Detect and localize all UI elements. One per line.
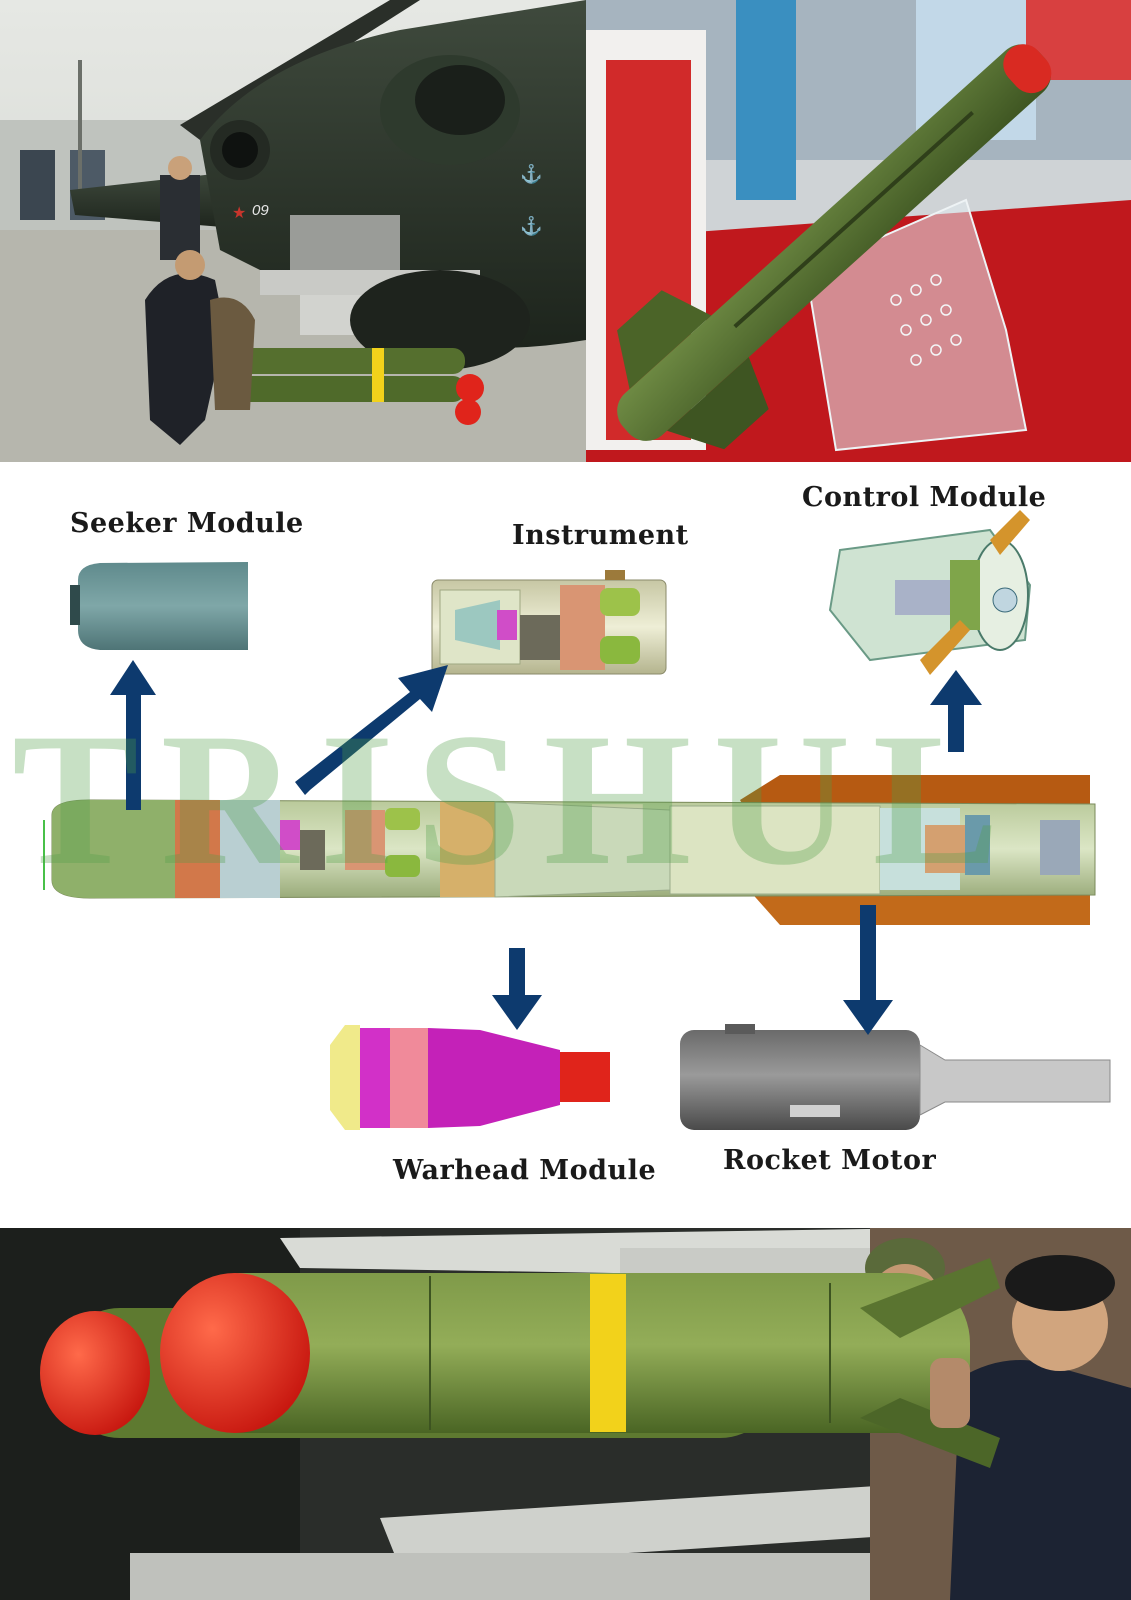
svg-text:⚓: ⚓: [520, 163, 542, 184]
control-module-part: [828, 510, 1032, 675]
missile-cutaway: [43, 775, 1096, 925]
arrow-to-instrument: [295, 665, 448, 795]
label-warhead-module: Warhead Module: [393, 1155, 657, 1186]
seeker-module-part: [70, 562, 248, 650]
arrow-to-control: [930, 670, 982, 752]
svg-text:★: ★: [232, 205, 246, 222]
label-seeker-module: Seeker Module: [70, 508, 304, 539]
arrow-to-warhead: [492, 948, 542, 1030]
label-control-module: Control Module: [802, 482, 1047, 513]
instrument-module-part: [431, 570, 667, 675]
photo-missile-closeup: [0, 1228, 1131, 1600]
arrow-to-seeker: [110, 660, 156, 810]
missile-module-diagram: Seeker Module Instrument Control Module …: [0, 470, 1131, 1228]
photo-helicopter-loading: ⚓ ⚓ ★ 09: [0, 0, 586, 462]
rocket-motor-part: [680, 1024, 1111, 1130]
warhead-module-part: [330, 1025, 610, 1130]
label-rocket-motor: Rocket Motor: [723, 1145, 937, 1176]
tail-number: 09: [252, 202, 269, 219]
arrow-to-motor: [843, 905, 893, 1035]
svg-text:⚓: ⚓: [520, 215, 542, 236]
label-instrument: Instrument: [512, 520, 689, 551]
photo-missile-display: [586, 0, 1131, 462]
